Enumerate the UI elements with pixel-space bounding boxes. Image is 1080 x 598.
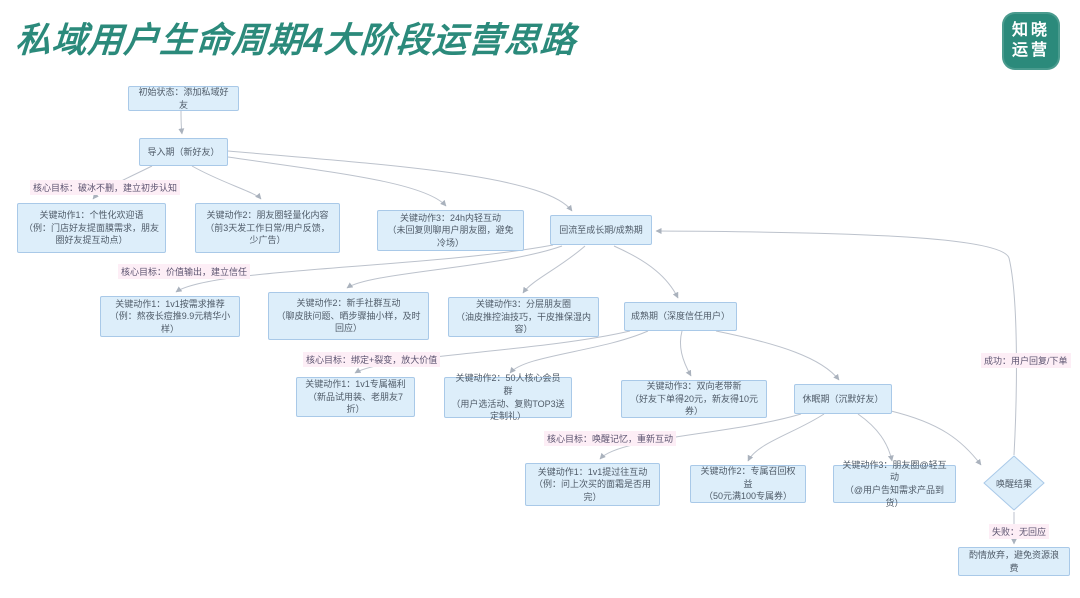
node-give-up: 酌情放弃，避免资源浪费 xyxy=(958,547,1070,576)
stage1-action1: 关键动作1：个性化欢迎语 （例：门店好友提面膜需求，朋友圈好友提互动点） xyxy=(17,203,166,253)
stage4-action1-detail: （例：问上次买的面霜是否用完） xyxy=(533,479,651,502)
edge-dormant-wake xyxy=(890,410,982,466)
stage1-action2-detail: （前3天发工作日常/用户反馈，少广告） xyxy=(205,222,330,246)
node-mature-stage: 成熟期（深度信任用户） xyxy=(624,302,737,331)
brand-logo: 知晓 运营 xyxy=(1002,12,1060,70)
stage4-goal-label: 核心目标：唤醒记忆，重新互动 xyxy=(544,431,677,446)
edge-reflow-mature xyxy=(613,245,679,299)
stage4-action1: 关键动作1：1v1提过往互动 （例：问上次买的面霜是否用完） xyxy=(525,463,660,506)
stage2-action3: 关键动作3：分层朋友圈 （油皮推控油技巧，干皮推保湿内容） xyxy=(448,297,599,337)
stage2-action3-title: 关键动作3：分层朋友圈 xyxy=(475,299,571,310)
edge-dormant-d2 xyxy=(747,413,825,462)
stage4-action3: 关键动作3：朋友圈@轻互动 （@用户告知需求产品到货） xyxy=(833,460,956,508)
edge-dormant-d3 xyxy=(857,413,894,462)
stage1-action2-title: 关键动作2：朋友圈轻量化内容 xyxy=(206,210,329,221)
stage3-action2: 关键动作2：50人核心会员群 （用户选活动、复购TOP3送定制礼） xyxy=(444,373,572,421)
stage3-action1-detail: （新品试用装、老朋友7折） xyxy=(307,391,403,415)
stage1-action1-title: 关键动作1：个性化欢迎语 xyxy=(39,210,144,221)
node-dormant-stage-label: 休眠期（沉默好友） xyxy=(802,393,884,404)
stage2-goal-label: 核心目标：价值输出，建立信任 xyxy=(118,264,251,279)
node-give-up-label: 酌情放弃，避免资源浪费 xyxy=(968,549,1059,573)
stage3-action2-detail: （用户选活动、复购TOP3送定制礼） xyxy=(451,398,565,422)
edge-reflow-b3 xyxy=(522,245,586,294)
stage3-action3: 关键动作3：双向老带新 （好友下单得20元，新友得10元券） xyxy=(621,380,767,418)
edge-import-a2 xyxy=(191,165,262,200)
wake-result-diamond: 唤醒结果 xyxy=(983,455,1045,511)
stage1-action1-detail: （例：门店好友提面膜需求，朋友圈好友提互动点） xyxy=(24,222,160,246)
success-label: 成功：用户回复/下单 xyxy=(981,353,1071,368)
stage1-goal-label: 核心目标：破冰不删，建立初步认知 xyxy=(30,180,181,195)
stage4-action3-detail: （@用户告知需求产品到货） xyxy=(844,485,945,508)
fail-label: 失败：无回应 xyxy=(989,524,1050,539)
edge-reflow-b1 xyxy=(175,244,554,293)
edge-mature-c2 xyxy=(509,330,649,374)
edge-reflow-b2 xyxy=(346,245,563,289)
node-reflow-stage-label: 回流至成长期/成熟期 xyxy=(559,224,643,235)
stage1-action3-title: 关键动作3：24h内轻互动 xyxy=(399,212,502,223)
edge-import-a3 xyxy=(227,156,447,207)
edge-import-reflow xyxy=(227,150,573,212)
node-import-stage: 导入期（新好友） xyxy=(139,138,228,166)
stage4-action2-detail: （50元满100专属券） xyxy=(703,491,793,502)
stage1-action2: 关键动作2：朋友圈轻量化内容 （前3天发工作日常/用户反馈，少广告） xyxy=(195,203,340,253)
stage2-action1: 关键动作1：1v1按需求推荐 （例：熬夜长痘推9.9元精华小样） xyxy=(100,296,240,337)
stage4-action2-title: 关键动作2：专属召回权益 xyxy=(700,466,796,489)
edge-mature-dormant xyxy=(715,330,840,381)
stage3-action2-title: 关键动作2：50人核心会员群 xyxy=(455,373,561,396)
stage2-action2-detail: （聊皮肤问题、晒步骤抽小样，及时回应） xyxy=(276,310,421,334)
stage2-action2-title: 关键动作2：新手社群互动 xyxy=(296,298,401,309)
node-dormant-stage: 休眠期（沉默好友） xyxy=(794,384,892,414)
stage4-action1-title: 关键动作1：1v1提过往互动 xyxy=(537,466,648,477)
stage2-action2: 关键动作2：新手社群互动 （聊皮肤问题、晒步骤抽小样，及时回应） xyxy=(268,292,429,340)
stage2-action1-title: 关键动作1：1v1按需求推荐 xyxy=(115,298,225,309)
stage4-action3-title: 关键动作3：朋友圈@轻互动 xyxy=(842,459,947,483)
edge-mature-c3 xyxy=(679,330,692,377)
stage2-action1-detail: （例：熬夜长痘推9.9元精华小样） xyxy=(109,311,231,334)
wake-result-diamond-shape xyxy=(983,455,1045,511)
edge-dormant-d1 xyxy=(599,413,802,460)
node-mature-stage-label: 成熟期（深度信任用户） xyxy=(631,311,731,322)
stage1-action3-detail: （未回复则聊用户朋友圈，避免冷场） xyxy=(387,225,514,248)
brand-logo-line2: 运营 xyxy=(1011,42,1050,59)
brand-logo-line1: 知晓 xyxy=(1011,22,1050,39)
edge-start-import xyxy=(178,110,185,135)
stage3-action1: 关键动作1：1v1专属福利 （新品试用装、老朋友7折） xyxy=(296,377,415,417)
stage2-action3-detail: （油皮推控油技巧，干皮推保湿内容） xyxy=(455,311,591,335)
edge-wake-reflow xyxy=(655,228,1017,456)
stage1-action3: 关键动作3：24h内轻互动 （未回复则聊用户朋友圈，避免冷场） xyxy=(377,210,524,251)
stage3-action3-detail: （好友下单得20元，新友得10元券） xyxy=(629,393,759,417)
stage3-goal-label: 核心目标：绑定+裂变，放大价值 xyxy=(303,352,441,367)
node-reflow-stage: 回流至成长期/成熟期 xyxy=(550,215,652,245)
node-import-stage-label: 导入期（新好友） xyxy=(147,146,220,157)
node-initial-state-label: 初始状态：添加私域好友 xyxy=(138,86,229,110)
stage3-action1-title: 关键动作1：1v1专属福利 xyxy=(305,379,406,390)
wake-result-diamond-label: 唤醒结果 xyxy=(995,478,1032,489)
stage4-action2: 关键动作2：专属召回权益 （50元满100专属券） xyxy=(690,465,806,503)
node-initial-state: 初始状态：添加私域好友 xyxy=(128,86,239,111)
stage3-action3-title: 关键动作3：双向老带新 xyxy=(646,381,742,392)
